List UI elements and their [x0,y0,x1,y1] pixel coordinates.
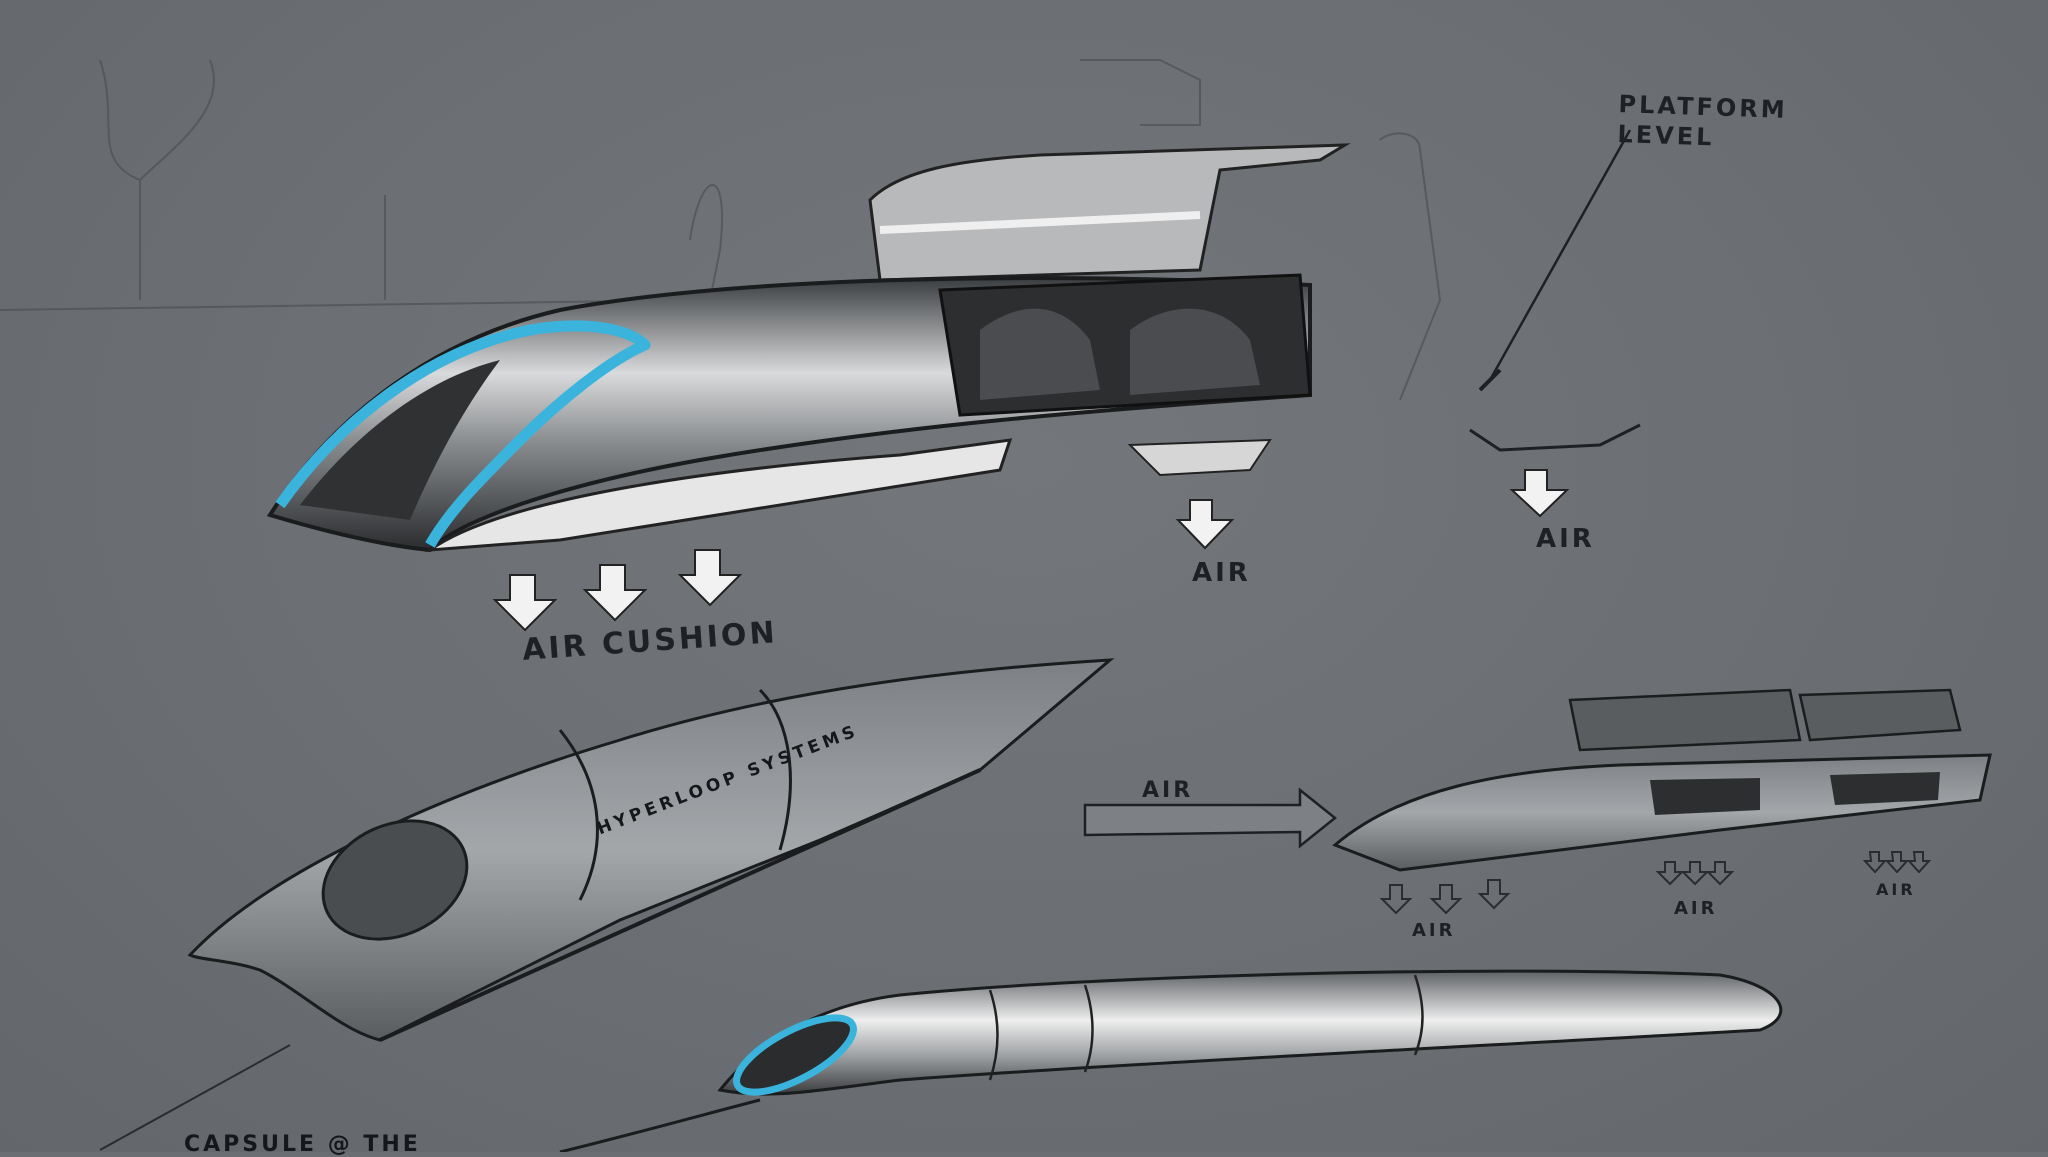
capsule-airflow-diagram [1083,688,1992,915]
background-figures [0,59,1442,401]
air-annotation-small-2: Air [1674,898,1718,919]
air-annotation-small-1: Air [1412,920,1456,941]
air-arrows-main [492,469,1570,632]
air-annotation-mid: Air [1192,558,1251,588]
air-annotation-right: Air [1536,524,1595,554]
main-capsule [266,143,1351,553]
capsule-closed-shell [559,969,1783,1152]
capsule-side-view [187,658,1115,1042]
air-annotation-small-3: Air [1876,880,1916,899]
platform-level-annotation: Platform Level [1617,90,1789,152]
air-flow-annotation: Air [1142,778,1194,803]
bottom-partial-annotation: Capsule @ the [184,1132,421,1157]
